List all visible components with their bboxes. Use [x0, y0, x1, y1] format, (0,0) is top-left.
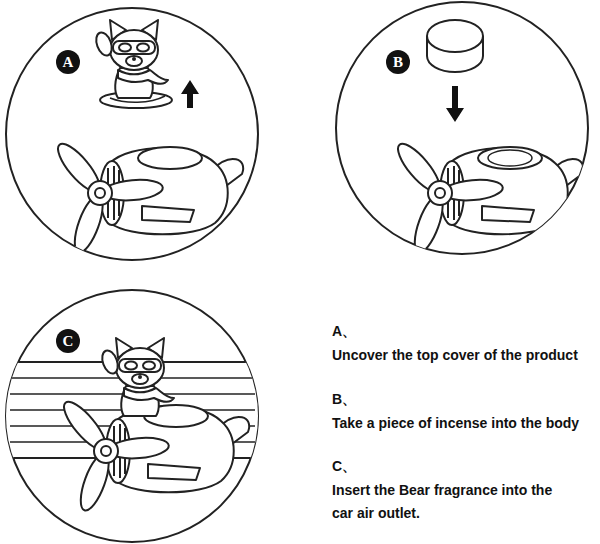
step-letter: B、	[332, 388, 356, 411]
step-a-picture	[52, 20, 243, 290]
step-badge: A	[56, 50, 80, 74]
up-arrow	[181, 80, 199, 108]
step-letter: A	[63, 55, 74, 70]
step-instruction: Uncover the top cover of the product	[332, 344, 578, 367]
step-frame	[6, 8, 258, 260]
plane-body	[52, 138, 243, 255]
down-arrow	[446, 86, 464, 122]
plane-body	[392, 138, 583, 255]
bear-figure	[99, 338, 174, 416]
step-badge: B	[386, 50, 410, 74]
incense-top	[427, 20, 483, 52]
step-badge: C	[56, 329, 80, 353]
step-letter: B	[393, 55, 403, 70]
incense-slot	[488, 150, 532, 166]
bear-figure	[93, 20, 168, 98]
step-c-picture	[2, 338, 262, 514]
step-letter: C	[63, 334, 74, 349]
step-instruction: Insert the Bear fragrance into the car a…	[332, 479, 570, 525]
step-instruction: Take a piece of incense into the body	[332, 412, 579, 435]
step-b-picture	[392, 20, 583, 285]
step-letter: A、	[332, 320, 356, 343]
step-letter: C、	[332, 455, 356, 478]
